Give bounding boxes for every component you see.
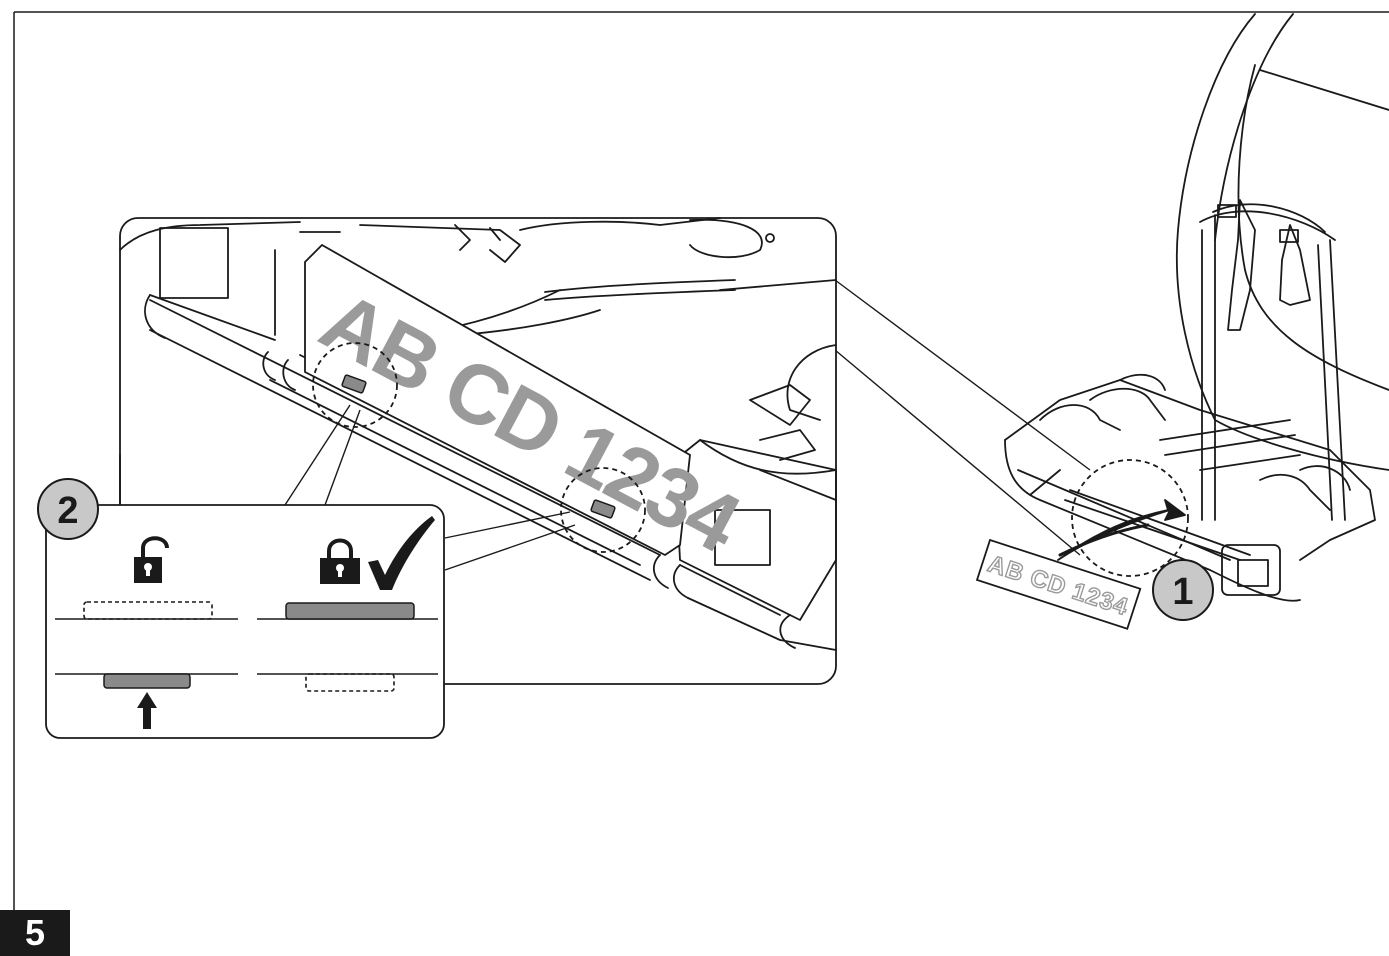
callout-1: 1 — [1152, 559, 1214, 621]
zoom-lines — [834, 279, 1091, 556]
lock-slider-right — [590, 499, 616, 519]
highlight-circle-overview — [1071, 459, 1189, 577]
large-license-plate — [304, 243, 691, 557]
slider-outline-unlocked-top — [83, 601, 213, 620]
slider-outline-locked-bottom — [305, 673, 395, 692]
legend-pointer-lines — [284, 404, 576, 571]
highlight-circle-right — [560, 467, 646, 553]
arrow-up-icon — [137, 692, 157, 729]
page-frame — [13, 11, 1389, 910]
slider-unlocked — [103, 673, 191, 689]
lock-legend-panel — [45, 504, 445, 739]
step-number: 5 — [0, 910, 70, 956]
lock-slider-left — [341, 374, 367, 394]
callout-2: 2 — [37, 478, 99, 540]
small-license-plate: AB CD 1234 — [975, 538, 1142, 630]
checkmark-icon — [368, 516, 435, 590]
padlock-closed-icon — [320, 538, 360, 584]
highlight-circle-left — [312, 342, 398, 428]
callout-2-label: 2 — [57, 490, 78, 532]
slider-locked — [285, 602, 415, 620]
callout-1-label: 1 — [1172, 571, 1193, 613]
bike-carrier-illustration — [1004, 13, 1389, 602]
padlock-open-icon — [134, 536, 169, 583]
